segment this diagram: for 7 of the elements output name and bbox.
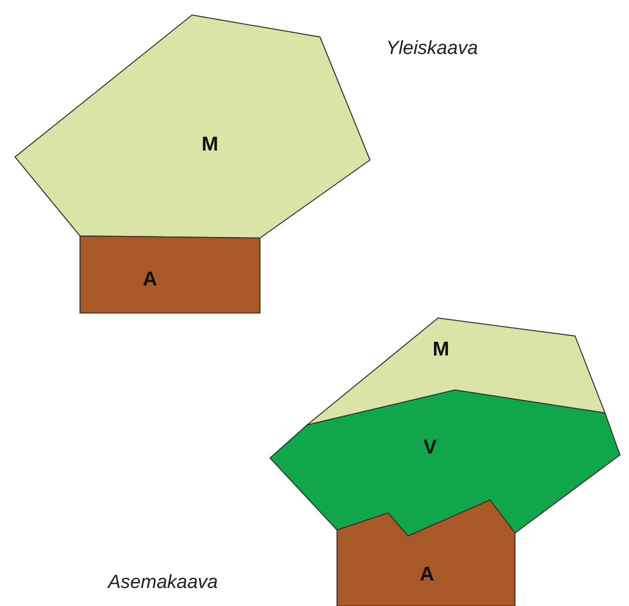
plan-title: Asemakaava: [108, 572, 218, 594]
area-label: A: [142, 268, 158, 292]
plan-title: Yleiskaava: [386, 38, 478, 60]
area-label: V: [423, 436, 437, 460]
area-label: M: [202, 134, 218, 156]
area-label: A: [420, 564, 434, 586]
area-label: M: [432, 338, 450, 362]
